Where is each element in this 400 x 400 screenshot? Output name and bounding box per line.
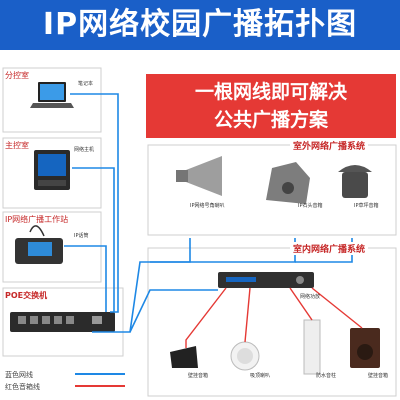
- outdoor-frame: [147, 144, 397, 236]
- host-server-icon: [34, 150, 70, 190]
- room-label-poe: POE交换机: [5, 291, 48, 300]
- tag-ceiling: 吸顶喇叭: [250, 373, 271, 379]
- main-room-frame: [2, 137, 102, 209]
- tag-wall: 壁挂音箱: [188, 373, 209, 379]
- tag-mushroom: IP草坪音箱: [354, 203, 379, 209]
- mic-station-icon: [15, 225, 63, 264]
- workstation-room-frame: [2, 211, 102, 283]
- room-label-main: 主控室: [5, 141, 29, 150]
- topology-diagram: 分控室 主控室 IP网络广播工作站 POE交换机 笔记本 网络主机 IP话筒 一…: [0, 50, 400, 400]
- poe-switch-icon: [10, 312, 115, 332]
- tag-host: 网络主机: [74, 147, 95, 153]
- column-speaker-icon: [303, 319, 321, 375]
- slogan-line-1: 一根网线即可解决: [194, 81, 347, 103]
- legend-blue-label: 蓝色网线: [5, 371, 33, 379]
- wall-speaker-2-icon: [350, 328, 380, 368]
- rock-speaker-icon: [266, 162, 310, 204]
- legend-red-label: 红色音箱线: [5, 383, 40, 391]
- branch-room-frame: [2, 67, 102, 133]
- slogan-box: 一根网线即可解决 公共广播方案: [146, 74, 396, 138]
- wall-speaker-icon: [170, 346, 198, 368]
- tag-amp: 网络功放: [300, 294, 321, 300]
- horn-speaker-icon: [176, 156, 222, 196]
- diagram-canvas: [2, 67, 397, 397]
- poe-room-frame: [2, 287, 124, 357]
- slogan-line-2: 公共广播方案: [213, 109, 328, 131]
- room-label-branch: 分控室: [5, 71, 29, 80]
- room-label-workstation: IP网络广播工作站: [5, 215, 69, 224]
- page-title: IP网络校园广播拓扑图: [0, 0, 400, 50]
- indoor-frame: [147, 247, 397, 397]
- section-title-indoor: 室内网络广播系统: [290, 242, 369, 255]
- tag-laptop: 笔记本: [78, 81, 94, 87]
- section-title-outdoor: 室外网络广播系统: [290, 139, 369, 152]
- lawn-speaker-icon: [338, 165, 372, 198]
- laptop-icon: [30, 82, 74, 108]
- tag-mic: IP话筒: [74, 233, 89, 239]
- tag-horn: IP网络号角喇叭: [190, 203, 225, 209]
- red-speaker-lines: [185, 287, 363, 348]
- tag-column-in: 防水音柱: [316, 373, 337, 379]
- network-amp-icon: [218, 272, 314, 288]
- ceiling-speaker-icon: [230, 341, 260, 371]
- tag-column: IP石头音箱: [298, 203, 323, 209]
- tag-wall2: 壁挂音箱: [368, 373, 389, 379]
